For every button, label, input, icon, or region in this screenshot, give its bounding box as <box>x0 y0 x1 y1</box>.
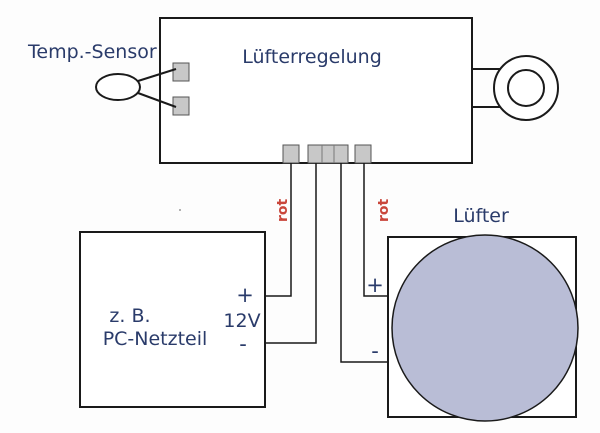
psu-voltage-label: 12V <box>223 310 260 332</box>
controller-pad-2 <box>307 144 349 164</box>
fan-minus-label: - <box>371 339 379 363</box>
eyelet-hole <box>507 69 545 107</box>
controller-box <box>159 17 473 164</box>
sensor-pad-top <box>172 62 190 82</box>
wire-label-red-right: rot <box>376 198 392 222</box>
controller-pad-3 <box>354 144 372 164</box>
temp-sensor-label: Temp.-Sensor <box>27 41 157 63</box>
psu-minus-label: - <box>239 332 247 356</box>
psu-label-line2: PC-Netzteil <box>103 328 208 350</box>
wire-psu-plus <box>265 163 292 297</box>
sensor-lead-top <box>137 68 177 82</box>
sensor-lead-bottom <box>137 92 177 108</box>
psu-box <box>79 231 266 408</box>
temp-sensor-bead <box>95 73 141 101</box>
psu-label-line1: z. B. <box>109 305 150 327</box>
fan-label: Lüfter <box>453 205 509 227</box>
wire-label-red-left: rot <box>275 198 291 222</box>
fan-plus-label: + <box>366 273 384 297</box>
wire-fan-minus <box>340 163 388 363</box>
wire-psu-minus <box>265 163 317 344</box>
psu-plus-label: + <box>236 283 254 307</box>
controller-pad-1 <box>282 144 300 164</box>
controller-label: Lüfterregelung <box>242 46 382 68</box>
wire-fan-plus <box>363 163 388 297</box>
fan-disc <box>391 234 579 422</box>
speck <box>179 209 181 211</box>
eyelet-neck <box>472 68 500 108</box>
